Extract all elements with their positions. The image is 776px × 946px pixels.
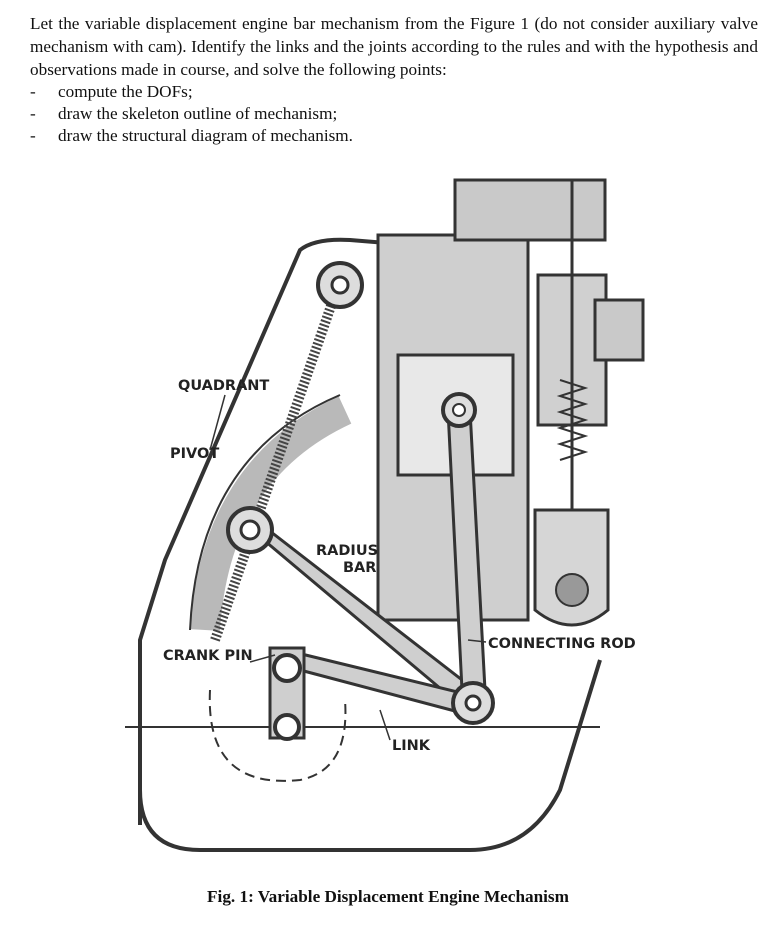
label-quadrant: QUADRANT (178, 378, 269, 394)
cam (555, 573, 589, 607)
lower-joint-hub (464, 694, 482, 712)
task-text: draw the structural diagram of mechanism… (58, 126, 353, 145)
label-radius: RADIUS (316, 543, 378, 559)
quadrant-arc (190, 396, 352, 631)
task-text: draw the skeleton outline of mechanism; (58, 104, 338, 123)
figure-caption: Fig. 1: Variable Displacement Engine Mec… (207, 887, 569, 906)
label-bar: BAR (343, 560, 376, 576)
task-item: -compute the DOFs; (30, 82, 193, 101)
frame-outline (138, 237, 602, 852)
rotation-arrow (208, 689, 347, 782)
problem-statement: Let the variable displacement engine bar… (30, 14, 758, 79)
wrist-pin-hub (452, 403, 466, 417)
task-item: -draw the structural diagram of mechanis… (30, 126, 353, 145)
label-crank-pin: CRANK PIN (163, 648, 253, 664)
leader-quadrant (209, 394, 226, 451)
task-list: -compute the DOFs; -draw the skeleton ou… (30, 81, 353, 147)
cam-housing (533, 508, 610, 627)
task-item: -draw the skeleton outline of mechanism; (30, 104, 338, 123)
screw-rod (210, 278, 345, 642)
crank-pin-joint (272, 653, 302, 683)
label-link: LINK (392, 738, 431, 754)
leader-crank-pin (249, 654, 276, 663)
mechanism-figure: QUADRANT PIVOT RADIUS BAR CRANK PIN LINK… (125, 178, 645, 852)
quadrant-arc-edge (189, 394, 341, 631)
label-connecting-rod: CONNECTING ROD (488, 636, 636, 652)
valve-spring (556, 379, 589, 461)
side-port (593, 298, 645, 362)
label-pivot: PIVOT (170, 446, 219, 462)
leader-connecting-rod (467, 639, 487, 643)
exhaust-pipe (453, 178, 607, 242)
leader-link (379, 709, 391, 741)
pivot-joint-hub (239, 519, 261, 541)
task-text: compute the DOFs; (58, 82, 193, 101)
crank-center-joint (273, 713, 301, 741)
top-gear-hub (330, 275, 350, 295)
